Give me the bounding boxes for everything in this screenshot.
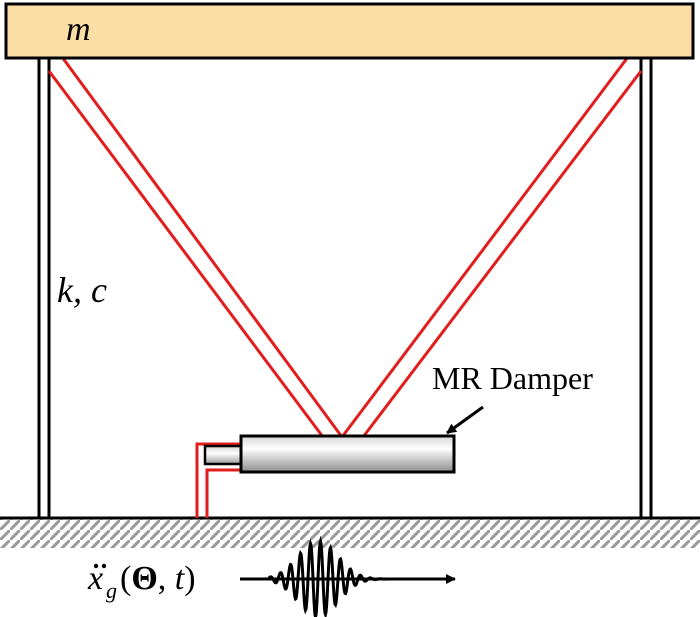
excitation-subscript: g (106, 578, 117, 603)
seismic-wave-signal (266, 535, 395, 617)
damper-piston-rod (203, 444, 245, 466)
args-close: ) (184, 560, 195, 597)
mr-damper (203, 434, 456, 474)
args-open: ( (120, 560, 131, 597)
args-separator: , (158, 560, 175, 597)
theta-symbol: Θ (131, 560, 157, 597)
damper-support (195, 442, 240, 518)
excitation-symbol: x (87, 560, 103, 597)
right-brace (340, 56, 643, 442)
ground-hatch (0, 518, 700, 548)
stiffness-damping-label: k, c (57, 270, 107, 310)
left-column (37, 58, 51, 518)
damper-cylinder (239, 434, 456, 474)
mass-label: m (66, 11, 91, 48)
damper-label: MR Damper (432, 360, 593, 396)
ground-excitation-label: x g (Θ, t) (87, 560, 196, 603)
svg-text:(Θ, t): (Θ, t) (120, 560, 196, 597)
left-brace (47, 56, 344, 442)
double-dot-left (93, 563, 99, 569)
mass-block (4, 2, 695, 60)
right-column (639, 58, 653, 518)
ground (0, 516, 700, 548)
mass-rectangle (4, 2, 695, 60)
damper-pointer-arrow (446, 405, 484, 435)
double-dot-right (101, 563, 107, 569)
time-symbol: t (175, 560, 186, 597)
